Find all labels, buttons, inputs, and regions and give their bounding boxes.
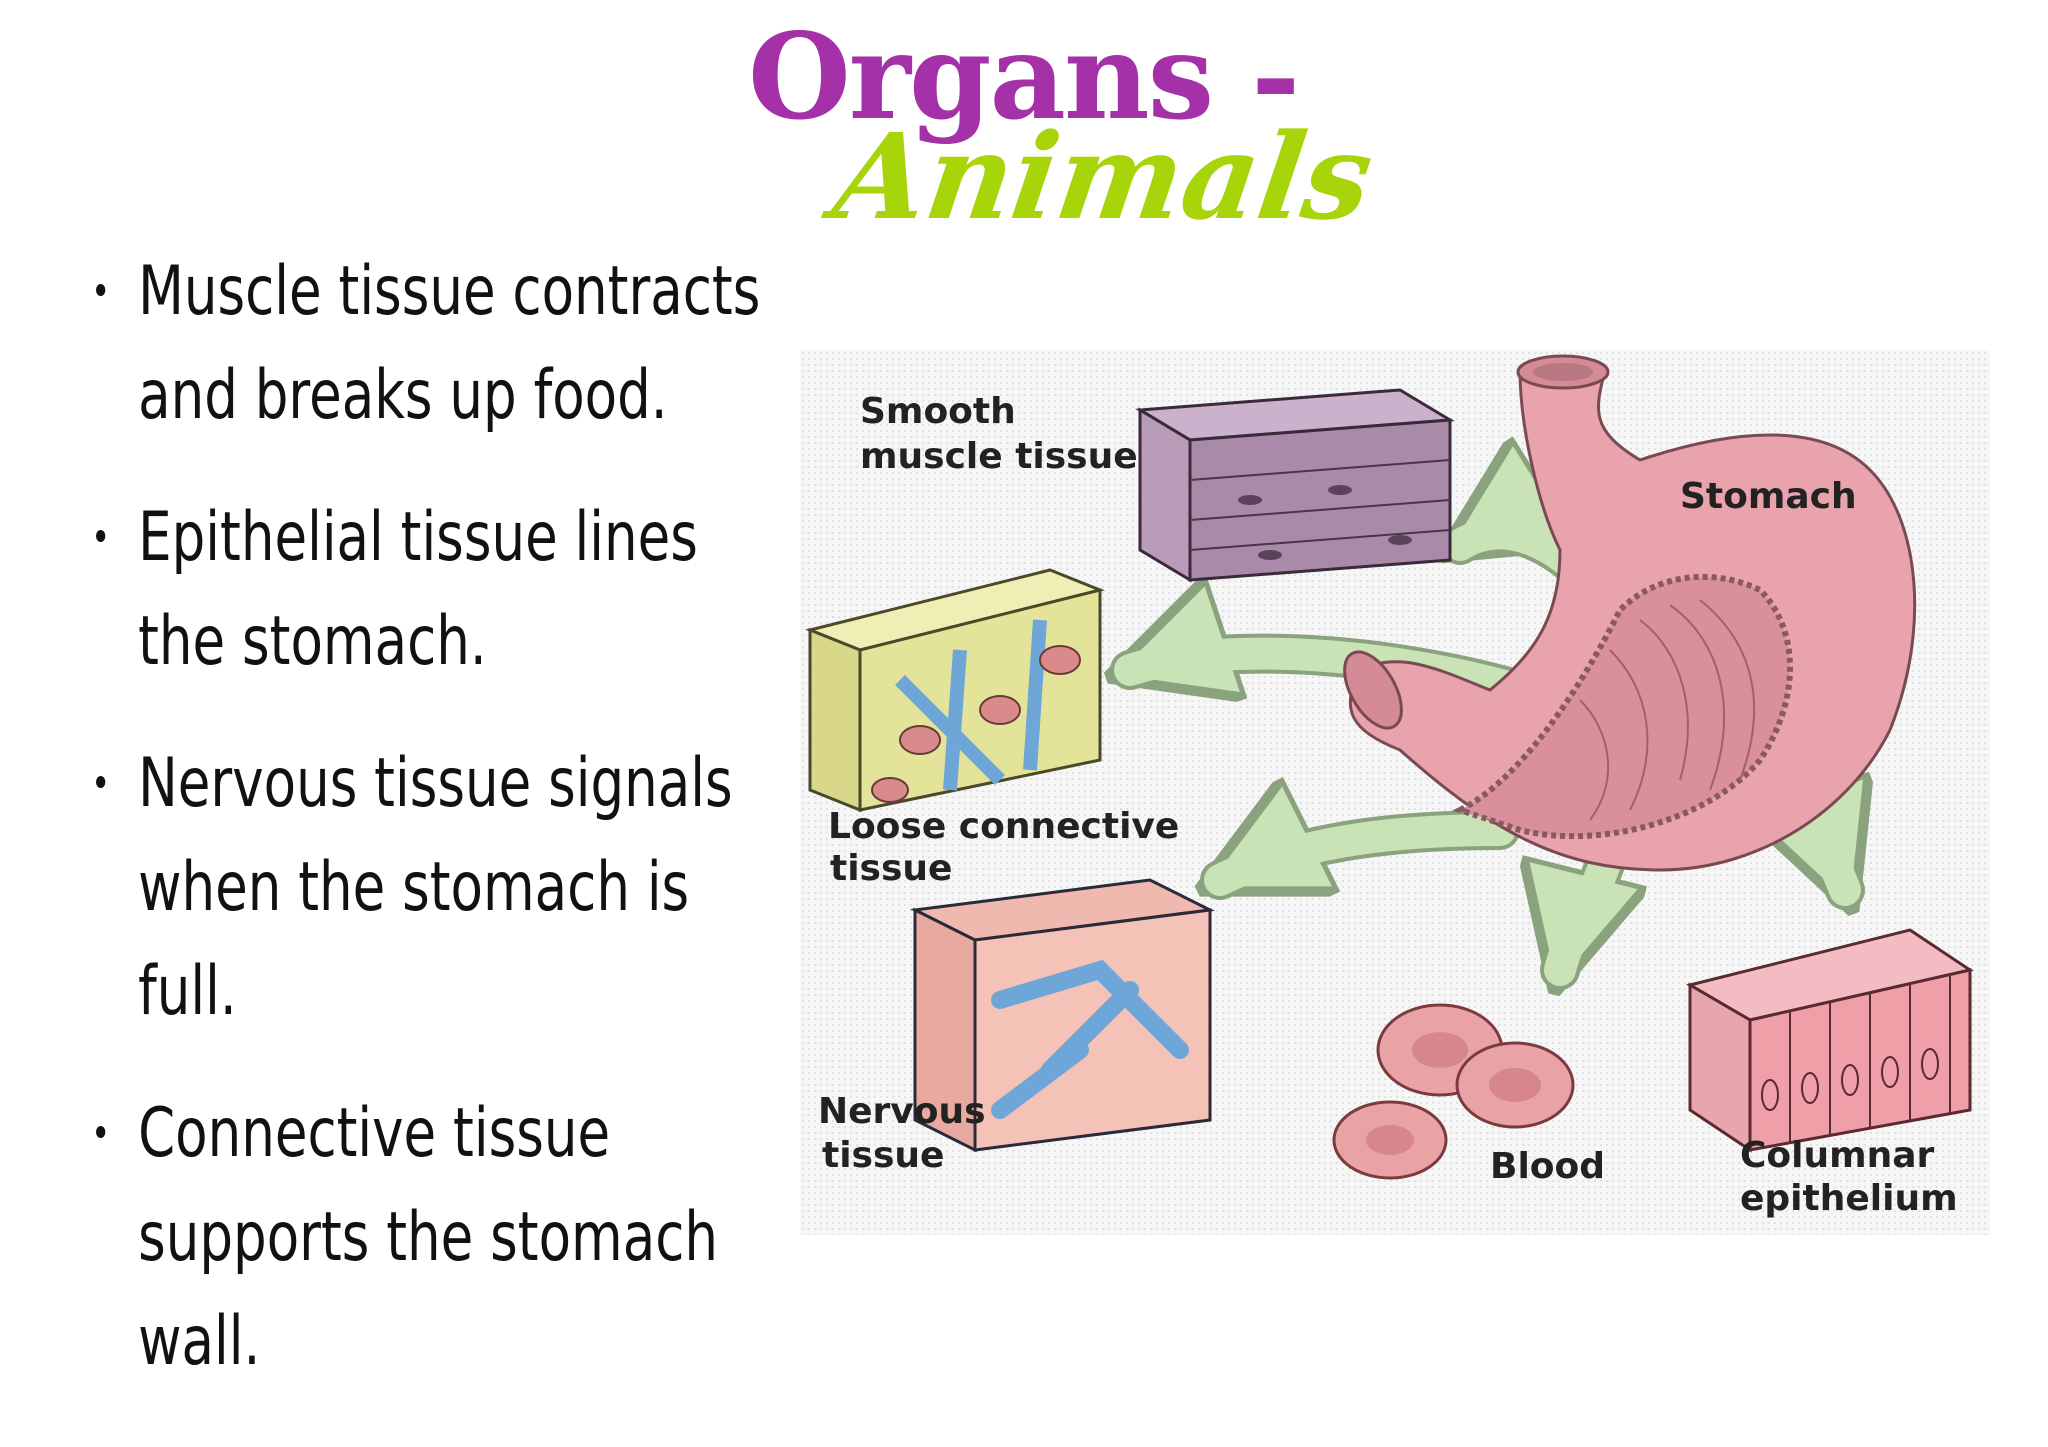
bullet-line: full. [138,952,237,1031]
label-columnar-1: Columnar [1740,1135,1935,1176]
loose-connective-block [805,568,1105,813]
slide-title: Organs - [748,7,1300,146]
bullet-line: Epithelial tissue lines [138,498,698,577]
bullet-list: Muscle tissue contracts and breaks up fo… [96,240,796,1432]
label-columnar-2: epithelium [1740,1178,1958,1219]
bullet-dot [96,530,106,542]
bullet-line: Muscle tissue contracts [138,252,761,331]
nervous-tissue-block [909,878,1216,1153]
label-nervous-1: Nervous [818,1091,986,1132]
smooth-muscle-block [1135,388,1455,583]
bullet-line: wall. [138,1302,261,1381]
bullet-line: the stomach. [138,602,487,681]
label-loose-1: Loose connective [828,806,1179,847]
columnar-epithelium-block [1686,928,1974,1153]
bullet-line: when the stomach is [138,848,690,927]
stomach-interior [1452,573,1793,840]
bullet-line: Connective tissue [138,1094,611,1173]
stomach-organ [1343,354,1917,872]
bullet-item-muscle: Muscle tissue contracts and breaks up fo… [96,240,825,448]
label-nervous-2: tissue [822,1135,944,1176]
label-stomach: Stomach [1680,476,1857,517]
bullet-item-connective: Connective tissue supports the stomach w… [96,1082,825,1394]
blood-cells [1332,1003,1575,1180]
label-smooth-1: Smooth [860,391,1016,432]
label-loose-2: tissue [830,848,952,889]
slide-subtitle: Animals [826,107,1381,246]
bullet-item-nervous: Nervous tissue signals when the stomach … [96,732,825,1044]
bullet-line: Nervous tissue signals [138,744,733,823]
arrows [1130,533,1845,970]
label-smooth-2: muscle tissue [860,436,1138,477]
bullet-dot [96,1126,106,1138]
bullet-dot [96,776,106,788]
label-blood: Blood [1490,1146,1605,1187]
bullet-item-epithelial: Epithelial tissue lines the stomach. [96,486,825,694]
bullet-dot [96,284,106,296]
bullet-line: and breaks up food. [138,356,668,435]
stomach-tissue-diagram: Smooth muscle tissue Stomach Loose conne… [800,350,1990,1235]
bullet-line: supports the stomach [138,1198,718,1277]
